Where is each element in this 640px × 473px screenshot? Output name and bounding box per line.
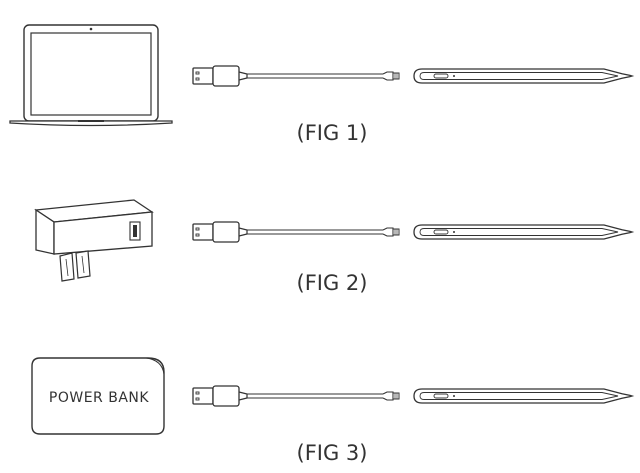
stylus-pen-icon: [413, 224, 633, 240]
usb-cable-icon: [192, 385, 400, 407]
stylus-pen-icon: [413, 68, 633, 84]
fig-1-caption: (FIG 1): [297, 121, 368, 145]
usb-cable-icon: [192, 221, 400, 243]
laptop-icon: [9, 24, 173, 127]
usb-cable-icon: [192, 65, 400, 87]
wall-adapter-icon: [34, 199, 154, 282]
stylus-pen-icon: [413, 388, 633, 404]
fig-2-caption: (FIG 2): [297, 271, 368, 295]
power-bank-icon: [31, 357, 165, 435]
fig-3-caption: (FIG 3): [297, 441, 368, 465]
power-bank-label: POWER BANK: [49, 390, 149, 406]
